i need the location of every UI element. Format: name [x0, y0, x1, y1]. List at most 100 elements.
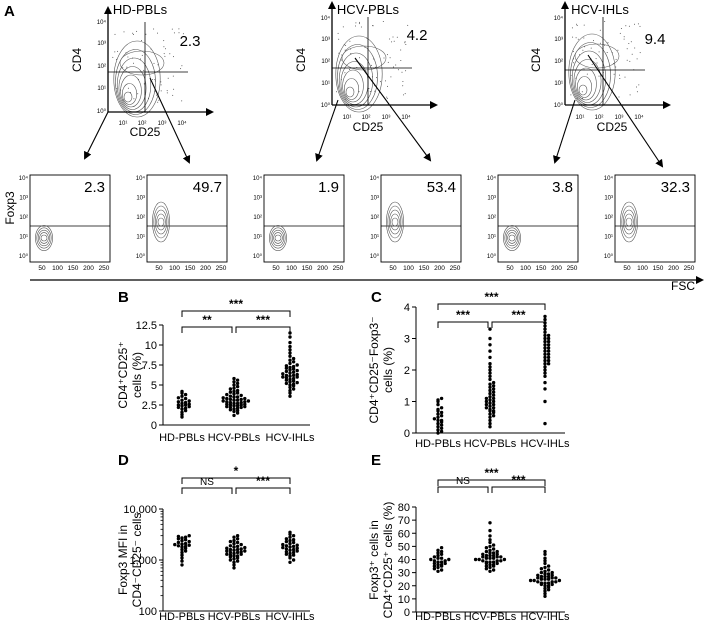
data-point — [187, 404, 191, 409]
tick-label: 10⁴ — [487, 175, 497, 182]
event-dot — [629, 60, 631, 62]
gate-percentage: 3.8 — [552, 179, 573, 196]
event-dot — [338, 38, 340, 40]
gate-percentage: 49.7 — [193, 179, 222, 196]
event-dot — [599, 42, 601, 44]
event-dot — [126, 66, 128, 68]
event-dot — [141, 54, 143, 56]
event-dot — [141, 40, 142, 42]
data-point — [488, 349, 492, 353]
data-point — [499, 555, 503, 559]
density-contour — [269, 225, 287, 251]
event-dot — [369, 91, 371, 92]
data-point — [239, 542, 243, 547]
data-point — [439, 410, 444, 415]
data-point — [183, 541, 188, 546]
data-point — [284, 366, 289, 370]
data-point — [235, 384, 240, 389]
data-point — [281, 372, 285, 376]
x-category-label: HD-PBLs — [415, 438, 461, 450]
tick-label: 50 — [38, 265, 46, 272]
event-dot — [626, 59, 628, 61]
data-point — [232, 535, 236, 539]
density-contour — [157, 217, 165, 227]
event-dot — [154, 80, 156, 82]
tick-label: 10⁰ — [97, 108, 107, 115]
gate-arrows — [84, 54, 664, 168]
data-point — [291, 547, 296, 552]
data-point — [183, 408, 188, 413]
data-point — [235, 411, 240, 415]
tick-label: 150 — [419, 265, 430, 272]
data-point — [543, 317, 547, 322]
event-dot — [401, 71, 403, 73]
data-point — [295, 368, 299, 373]
tick-label: 100 — [403, 265, 414, 272]
event-dot — [112, 56, 114, 58]
data-point — [447, 557, 451, 562]
data-point — [432, 567, 437, 571]
event-dot — [122, 67, 124, 69]
data-point — [432, 564, 437, 568]
data-point — [488, 382, 492, 386]
data-point — [284, 552, 289, 556]
data-point — [488, 407, 492, 412]
data-point — [488, 556, 492, 560]
tick-label: 10³ — [615, 115, 624, 121]
data-point — [232, 404, 236, 408]
data-point — [488, 569, 492, 573]
event-dot — [156, 94, 158, 96]
data-point — [488, 560, 492, 564]
data-point — [295, 372, 299, 377]
data-point — [235, 559, 240, 563]
event-dot — [631, 53, 633, 55]
data-point — [546, 588, 551, 592]
data-point — [183, 549, 188, 553]
data-point — [550, 580, 554, 584]
data-point — [491, 393, 496, 397]
tick-label: 10⁰ — [321, 102, 331, 109]
data-point — [288, 365, 292, 370]
data-point — [180, 401, 184, 406]
data-point — [491, 568, 496, 572]
data-point — [543, 387, 547, 391]
data-point — [488, 528, 492, 533]
event-dot — [125, 52, 127, 54]
event-dot — [596, 62, 598, 64]
data-point — [536, 576, 540, 580]
significance-bracket — [437, 479, 546, 486]
event-dot — [573, 62, 575, 64]
series-hd-pbls — [176, 389, 191, 419]
data-point — [288, 538, 292, 543]
data-point — [543, 556, 547, 560]
event-dot — [579, 54, 581, 56]
flow-plot-hcv-pbls: HCV-PBLs CD4 CD25 4.2 10⁰ 10¹ 10² 10³ 10… — [294, 2, 427, 134]
event-dot — [169, 53, 171, 55]
data-point — [546, 349, 551, 353]
event-dot — [114, 33, 116, 35]
data-point — [232, 389, 236, 394]
event-dot — [606, 52, 608, 53]
event-dot — [340, 59, 342, 61]
data-point — [291, 356, 296, 361]
event-dot — [136, 30, 138, 32]
data-point — [180, 398, 184, 402]
data-point — [546, 352, 551, 356]
data-point — [180, 536, 184, 540]
x-category-label: HCV-IHLs — [266, 432, 315, 444]
data-point — [546, 333, 551, 338]
event-dot — [379, 81, 381, 83]
data-point — [281, 375, 285, 379]
data-point — [221, 396, 225, 400]
tick-label: 10⁴ — [554, 15, 564, 22]
tick-label: 10⁴ — [401, 114, 411, 121]
data-point — [436, 563, 440, 567]
event-dot — [366, 37, 368, 39]
data-point — [288, 391, 292, 395]
event-dot — [611, 52, 613, 54]
data-point — [443, 559, 447, 563]
data-point — [232, 557, 236, 561]
event-dot — [160, 90, 162, 92]
